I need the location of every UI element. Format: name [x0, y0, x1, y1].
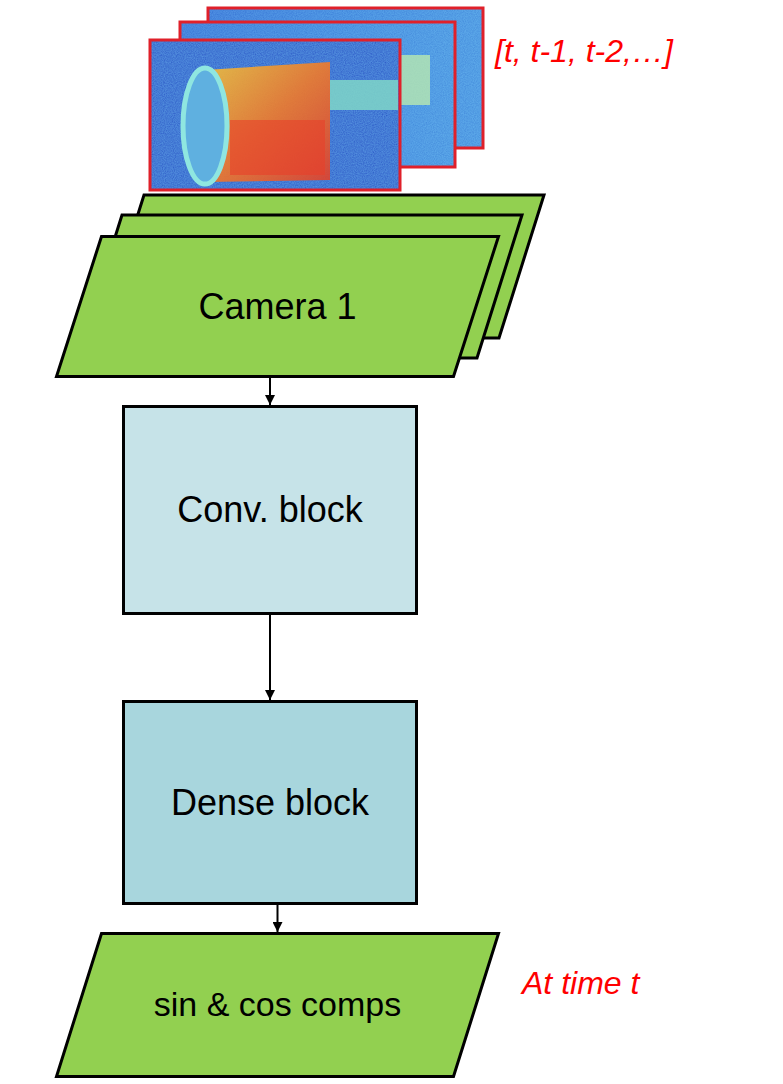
node-label: Dense block: [171, 782, 369, 823]
frame-image: [150, 40, 400, 190]
annotation-label: At time t: [522, 965, 639, 1002]
frame-ground: [150, 40, 400, 190]
cylinder-end: [183, 68, 227, 184]
cylinder-pipe: [330, 80, 398, 110]
flow-arrow: [277, 905, 279, 932]
annotation-label: [t, t-1, t-2,…]: [495, 33, 673, 70]
node-label: Camera 1: [198, 286, 356, 327]
flow-arrow: [269, 615, 271, 700]
frame-noise: [150, 40, 400, 190]
parallelogram-shape: [57, 934, 499, 1077]
node-label: sin & cos comps: [154, 985, 402, 1024]
node-label: Conv. block: [177, 489, 362, 530]
parallelogram-shape: [57, 237, 499, 377]
output-parallelogram: sin & cos comps: [55, 932, 500, 1078]
process-box: Conv. block: [122, 405, 418, 615]
hot-region: [230, 120, 325, 175]
process-box: Dense block: [122, 700, 418, 905]
frame-border: [150, 40, 400, 190]
input-parallelogram: Camera 1: [55, 235, 500, 378]
flow-arrow: [269, 378, 271, 405]
